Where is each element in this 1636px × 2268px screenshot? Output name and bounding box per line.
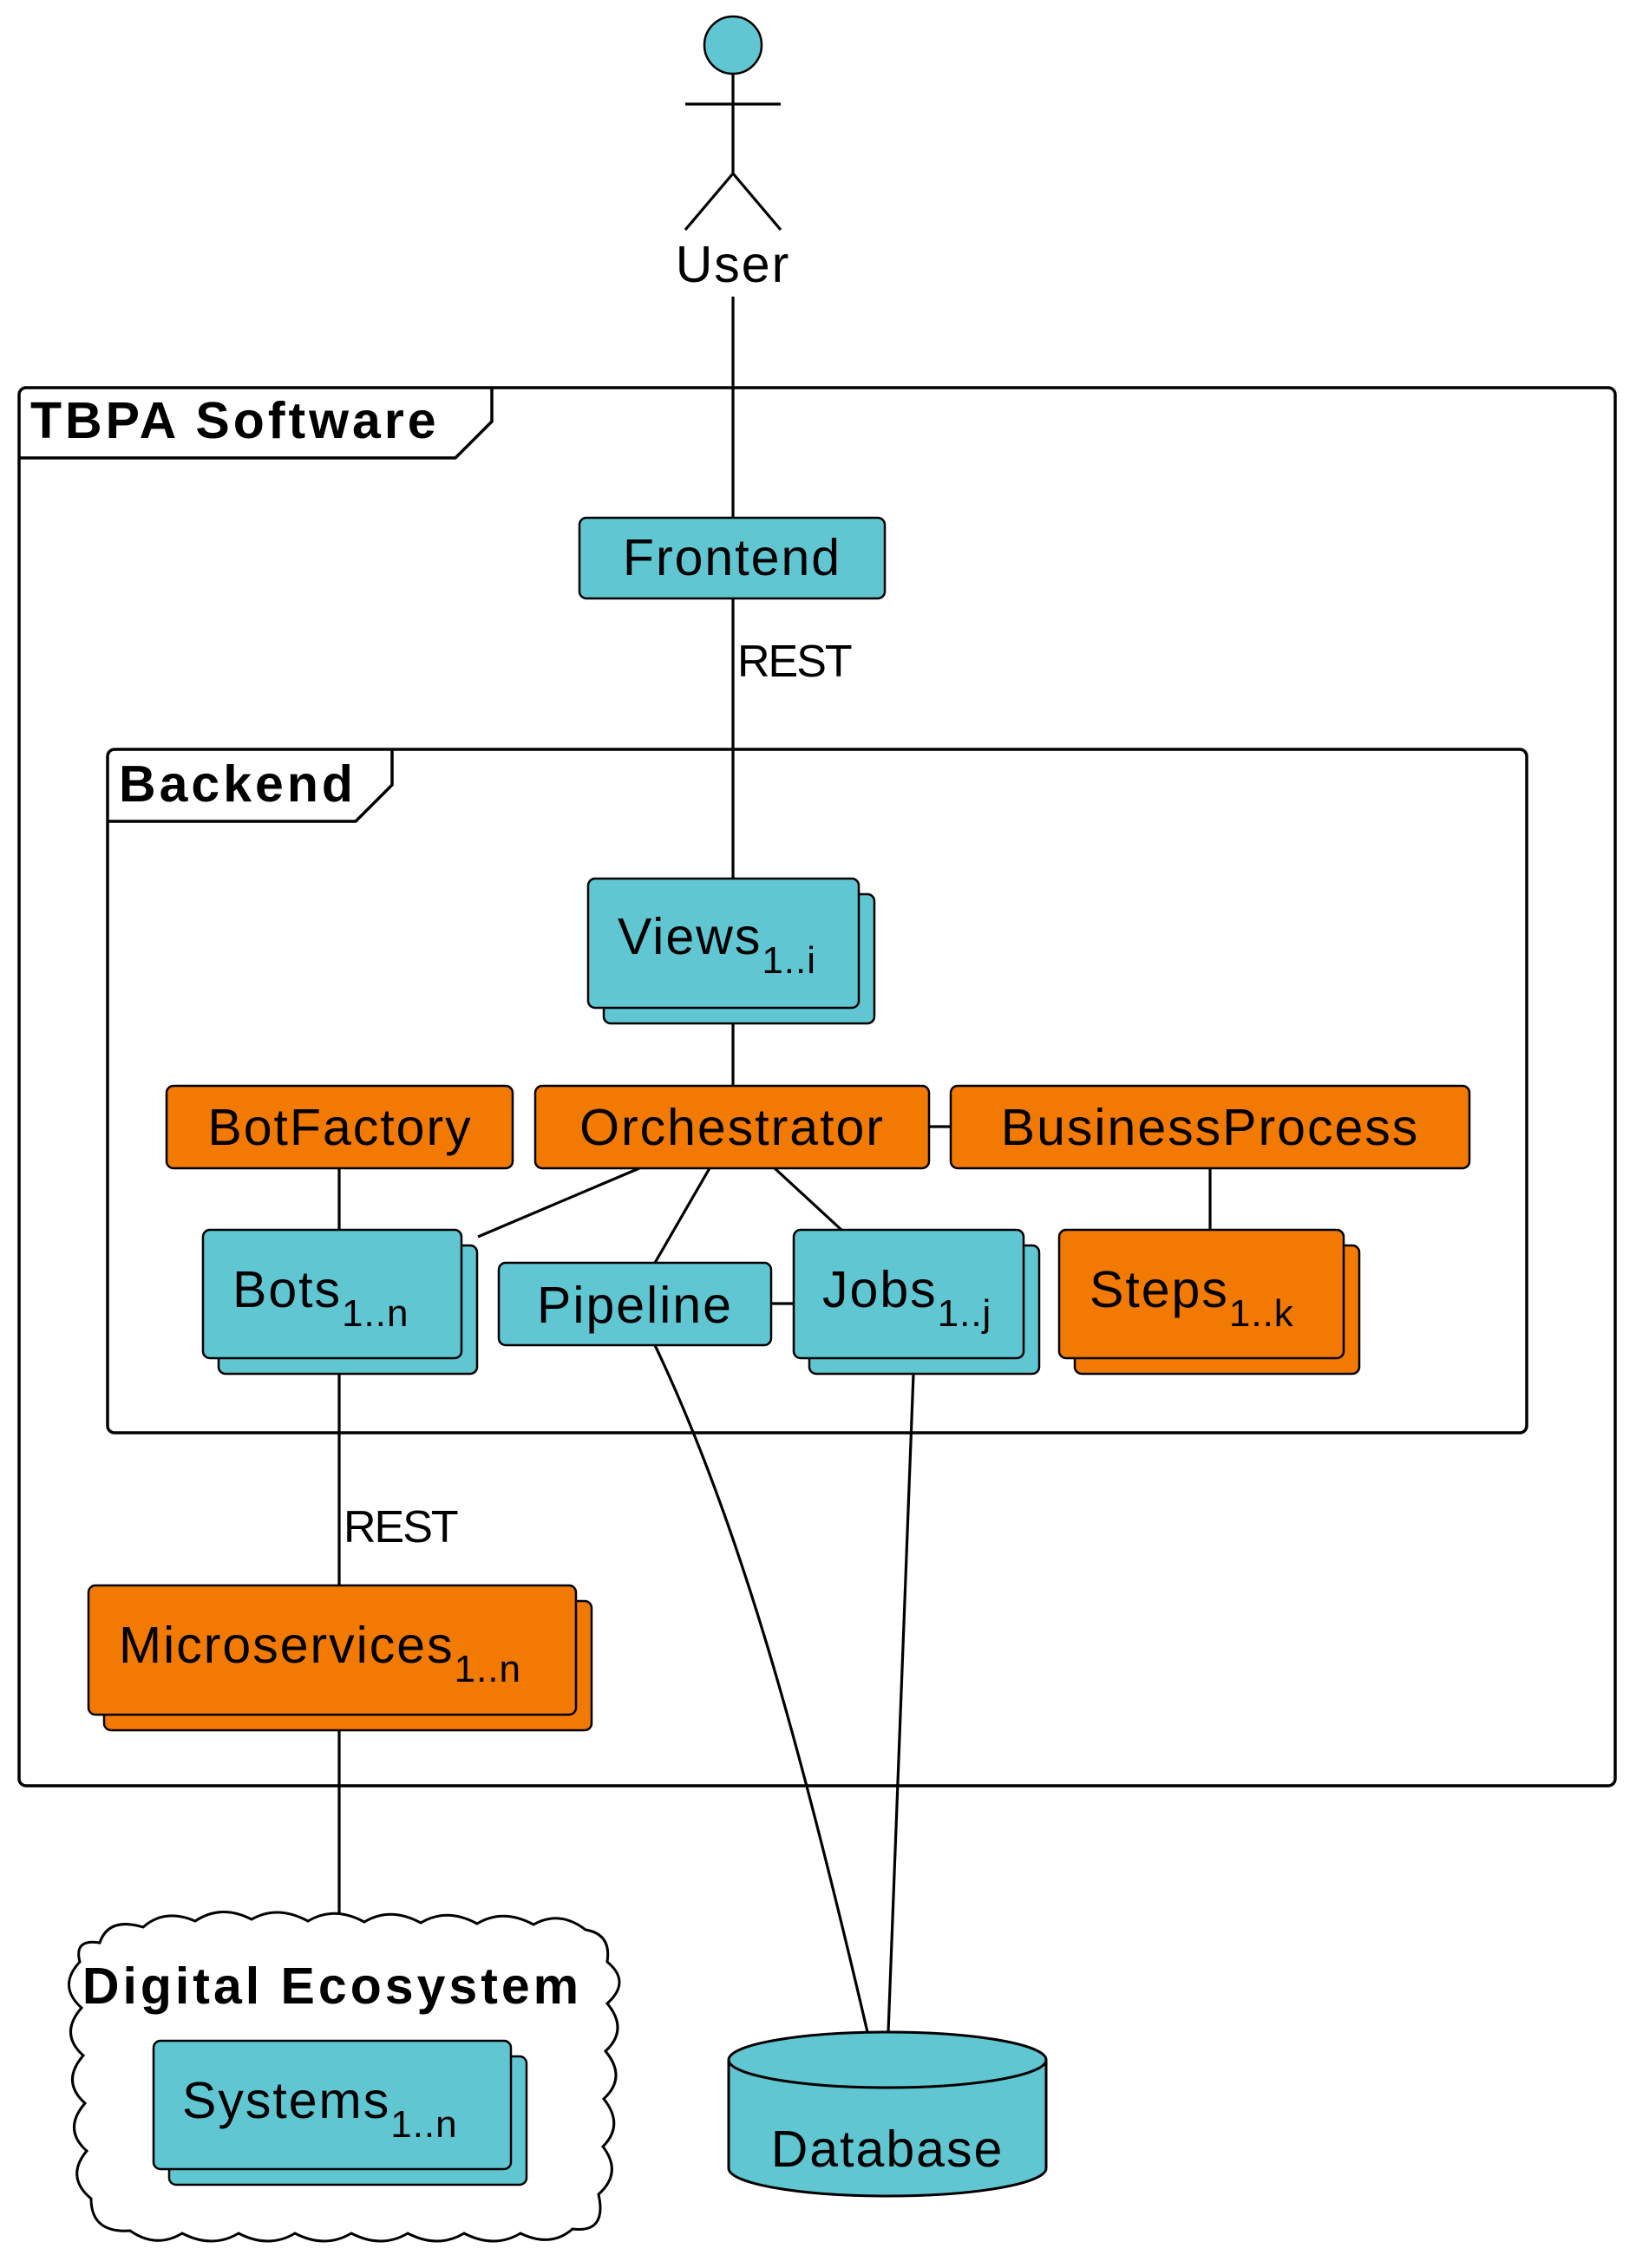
component-database: Database bbox=[727, 2030, 1048, 2198]
actor-head bbox=[703, 15, 763, 75]
systems-label: Systems1..n bbox=[182, 2072, 458, 2146]
component-views: Views1..i bbox=[586, 877, 876, 1025]
orchestrator-label: Orchestrator bbox=[579, 1099, 885, 1156]
actor-user: User bbox=[676, 15, 791, 293]
edge-orchestrator-jobs bbox=[773, 1167, 843, 1232]
microservices-label: Microservices1..n bbox=[119, 1617, 521, 1690]
component-bots: Bots1..n bbox=[201, 1228, 479, 1376]
edge-orchestrator-pipeline bbox=[653, 1167, 711, 1264]
frontend-label: Frontend bbox=[623, 529, 841, 586]
frame-tbpa-border bbox=[17, 386, 1617, 1788]
edge-label-rest-frontend: REST bbox=[737, 637, 852, 687]
pipeline-label: Pipeline bbox=[537, 1277, 733, 1334]
bots-label: Bots1..n bbox=[232, 1261, 409, 1335]
component-jobs: Jobs1..j bbox=[792, 1228, 1041, 1376]
component-botfactory: BotFactory bbox=[165, 1084, 514, 1170]
edge-pipeline-database bbox=[653, 1344, 869, 2033]
frame-backend: Backend bbox=[106, 748, 1528, 1435]
component-businessprocess: BusinessProcess bbox=[949, 1084, 1471, 1170]
component-pipeline: Pipeline bbox=[497, 1261, 773, 1347]
edge-label-rest-bots: REST bbox=[344, 1502, 458, 1552]
component-systems: Systems1..n bbox=[152, 2039, 528, 2186]
database-body bbox=[727, 2060, 1048, 2198]
component-steps: Steps1..k bbox=[1057, 1228, 1361, 1376]
edge-jobs-database bbox=[887, 1373, 915, 2033]
botfactory-label: BotFactory bbox=[207, 1099, 472, 1156]
actor-left-leg bbox=[684, 172, 735, 232]
component-orchestrator: Orchestrator bbox=[533, 1084, 931, 1170]
database-label: Database bbox=[771, 2121, 1005, 2178]
businessprocess-label: BusinessProcess bbox=[1001, 1099, 1420, 1156]
component-frontend: Frontend bbox=[578, 516, 887, 600]
connectors bbox=[337, 297, 1212, 2041]
component-microservices: Microservices1..n bbox=[87, 1584, 593, 1732]
steps-label: Steps1..k bbox=[1090, 1261, 1294, 1335]
frame-tbpa-software: TBPA Software bbox=[17, 386, 1617, 1788]
edge-orchestrator-bots bbox=[477, 1167, 640, 1239]
ecosystem-title: Digital Ecosystem bbox=[82, 1958, 582, 2015]
actor-right-leg bbox=[731, 172, 782, 232]
frame-backend-border bbox=[106, 748, 1528, 1435]
actor-label: User bbox=[676, 236, 791, 293]
frame-backend-tab bbox=[108, 749, 394, 823]
frame-tbpa-title: TBPA Software bbox=[30, 392, 440, 449]
jobs-label: Jobs1..j bbox=[822, 1261, 991, 1335]
frame-backend-title: Backend bbox=[119, 755, 357, 813]
database-top bbox=[727, 2030, 1048, 2089]
frame-tbpa-tab bbox=[19, 388, 494, 460]
views-label: Views1..i bbox=[618, 908, 816, 982]
